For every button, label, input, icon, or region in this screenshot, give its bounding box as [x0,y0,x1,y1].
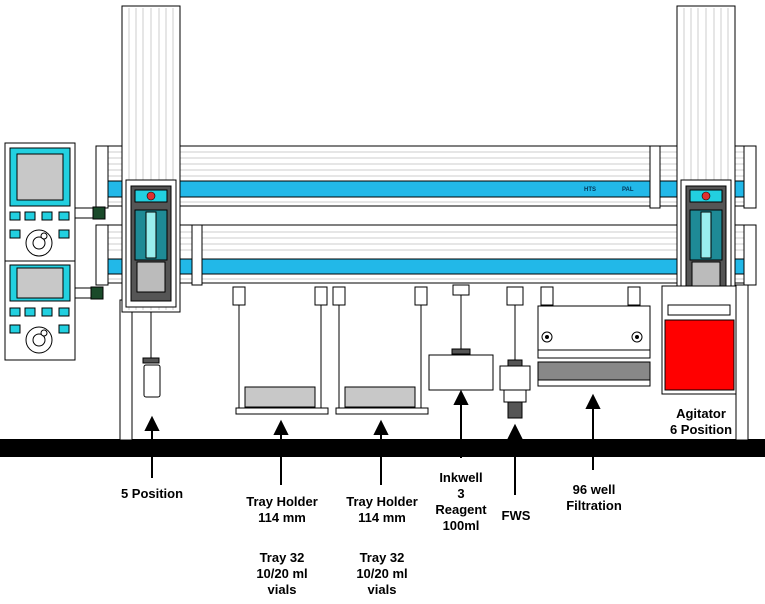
label-five-position: 5 Position [120,486,184,501]
left-support-leg [119,299,133,441]
filtration-unit [537,286,651,387]
lower-rail [95,224,757,286]
label-tray-note-2: Tray 32 10/20 ml vials [356,550,408,597]
label-inkwell: Inkwell 3 Reagent 100ml [435,470,487,533]
inkwell-reagent [428,284,494,391]
rail-brand-right: PAL [622,187,634,193]
upper-rail: HTS PAL [95,145,757,209]
fws-station [499,286,531,419]
label-tray-holder-2: Tray Holder 114 mm [346,494,418,525]
right-z-axis-tower [676,5,736,313]
controller-terminal-lower [4,260,104,361]
rail-brand-left: HTS [584,187,596,193]
five-position-vial [142,312,161,398]
label-tray-note-1: Tray 32 10/20 ml vials [256,550,308,597]
label-fws: FWS [501,508,531,523]
tray-holder-1 [232,286,329,415]
agitator [661,285,737,395]
left-z-axis-tower [121,5,181,313]
label-agitator: Agitator 6 Position [669,406,733,437]
label-tray-holder-1: Tray Holder 114 mm [246,494,318,525]
arrows [144,389,601,495]
controller-terminal-upper [4,142,106,262]
label-filtration: 96 well Filtration [566,482,622,513]
tray-holder-2 [332,286,429,415]
base-plate [0,439,765,457]
